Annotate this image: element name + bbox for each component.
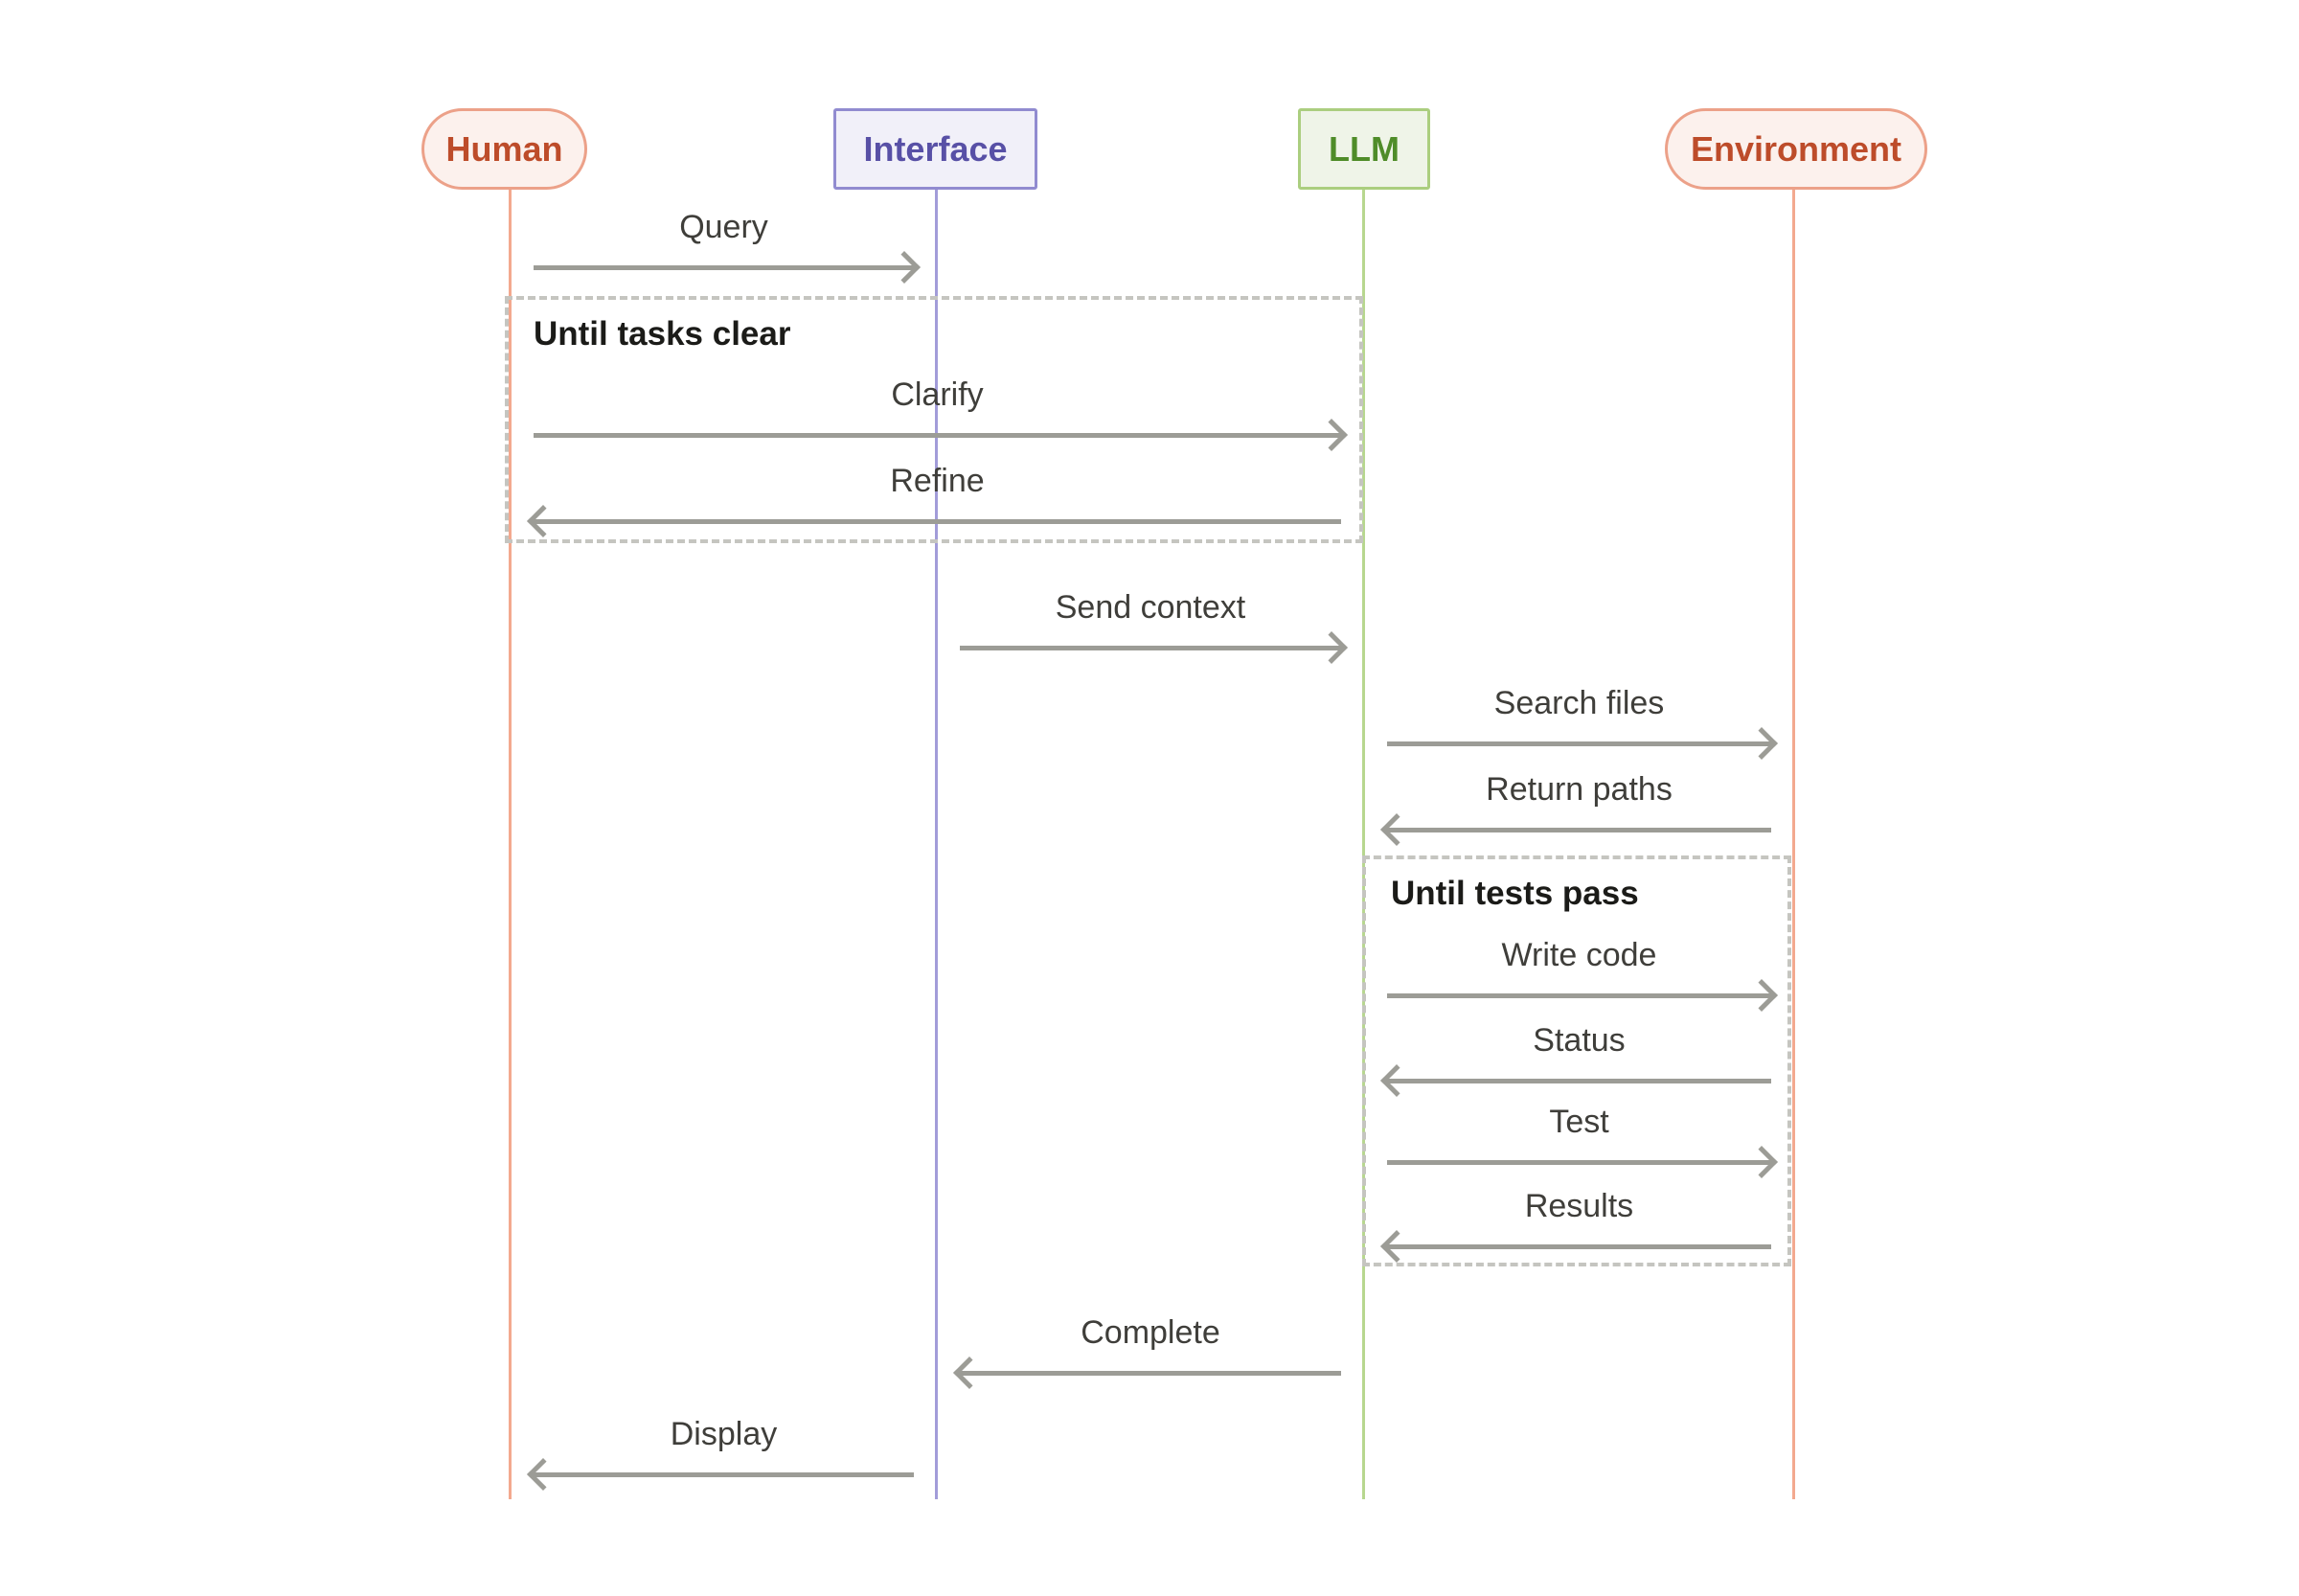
arrow-left-icon bbox=[511, 502, 1364, 540]
message-complete: Complete bbox=[937, 1311, 1364, 1392]
arrow-shaft bbox=[534, 265, 914, 270]
message-label: Search files bbox=[1493, 685, 1665, 721]
message-label: Refine bbox=[890, 463, 985, 499]
message-write-code: Write code bbox=[1364, 934, 1794, 1015]
message-label: Complete bbox=[1081, 1314, 1220, 1351]
arrow-head bbox=[1745, 979, 1778, 1012]
arrow-head bbox=[888, 251, 921, 284]
actor-llm-label: LLM bbox=[1329, 128, 1400, 169]
arrow-head bbox=[1380, 1230, 1413, 1263]
actor-interface: Interface bbox=[833, 108, 1037, 190]
arrow-left-icon bbox=[1364, 810, 1794, 849]
lifeline-interface bbox=[935, 189, 938, 1499]
message-return-paths: Return paths bbox=[1364, 768, 1794, 849]
lifeline-llm bbox=[1362, 189, 1365, 1499]
loop-frame-until-tasks-clear: Until tasks clear bbox=[505, 296, 1363, 543]
loop-frame-until-tests-pass: Until tests pass bbox=[1362, 855, 1791, 1266]
message-label: Write code bbox=[1501, 937, 1657, 973]
arrow-left-icon bbox=[1364, 1227, 1794, 1265]
arrow-shaft bbox=[534, 519, 1341, 524]
message-clarify: Clarify bbox=[511, 374, 1364, 454]
arrow-shaft bbox=[1387, 828, 1771, 832]
message-results: Results bbox=[1364, 1185, 1794, 1265]
message-display: Display bbox=[511, 1413, 937, 1493]
message-label: Display bbox=[670, 1416, 778, 1452]
arrow-head bbox=[1745, 727, 1778, 760]
actor-interface-label: Interface bbox=[863, 128, 1008, 169]
arrow-head bbox=[1745, 1146, 1778, 1178]
actor-human-label: Human bbox=[445, 128, 563, 169]
arrow-head bbox=[527, 505, 559, 537]
arrow-left-icon bbox=[937, 1354, 1364, 1392]
loop-title: Until tests pass bbox=[1391, 875, 1639, 912]
arrow-shaft bbox=[1387, 1160, 1771, 1165]
message-label: Return paths bbox=[1486, 771, 1673, 808]
message-status: Status bbox=[1364, 1019, 1794, 1100]
message-label: Send context bbox=[1055, 589, 1246, 626]
message-label: Clarify bbox=[891, 376, 984, 413]
arrow-right-icon bbox=[1364, 724, 1794, 763]
arrow-right-icon bbox=[511, 248, 937, 286]
arrow-shaft bbox=[960, 646, 1341, 650]
message-send-context: Send context bbox=[937, 586, 1364, 667]
arrow-shaft bbox=[1387, 1079, 1771, 1083]
arrow-head bbox=[1315, 419, 1348, 451]
message-test: Test bbox=[1364, 1101, 1794, 1181]
message-label: Query bbox=[679, 209, 768, 245]
lifeline-environment bbox=[1792, 189, 1795, 1499]
arrow-right-icon bbox=[1364, 976, 1794, 1015]
arrow-head bbox=[1315, 631, 1348, 664]
arrow-shaft bbox=[1387, 993, 1771, 998]
actor-llm: LLM bbox=[1298, 108, 1430, 190]
message-search-files: Search files bbox=[1364, 682, 1794, 763]
message-query: Query bbox=[511, 206, 937, 286]
arrow-head bbox=[1380, 1064, 1413, 1097]
arrow-head bbox=[953, 1357, 986, 1389]
arrow-shaft bbox=[534, 1472, 914, 1477]
actor-human: Human bbox=[421, 108, 587, 190]
arrow-head bbox=[1380, 813, 1413, 846]
arrow-shaft bbox=[960, 1371, 1341, 1376]
arrow-left-icon bbox=[511, 1455, 937, 1493]
arrow-right-icon bbox=[937, 628, 1364, 667]
actor-environment: Environment bbox=[1665, 108, 1927, 190]
message-label: Test bbox=[1549, 1104, 1609, 1140]
lifeline-human bbox=[509, 189, 512, 1499]
arrow-head bbox=[527, 1458, 559, 1491]
arrow-shaft bbox=[1387, 1244, 1771, 1249]
arrow-left-icon bbox=[1364, 1061, 1794, 1100]
arrow-right-icon bbox=[1364, 1143, 1794, 1181]
message-label: Results bbox=[1524, 1188, 1634, 1224]
message-refine: Refine bbox=[511, 460, 1364, 540]
arrow-shaft bbox=[534, 433, 1341, 438]
arrow-shaft bbox=[1387, 741, 1771, 746]
message-label: Status bbox=[1533, 1022, 1626, 1059]
actor-environment-label: Environment bbox=[1690, 128, 1902, 169]
arrow-right-icon bbox=[511, 416, 1364, 454]
loop-title: Until tasks clear bbox=[534, 315, 791, 353]
